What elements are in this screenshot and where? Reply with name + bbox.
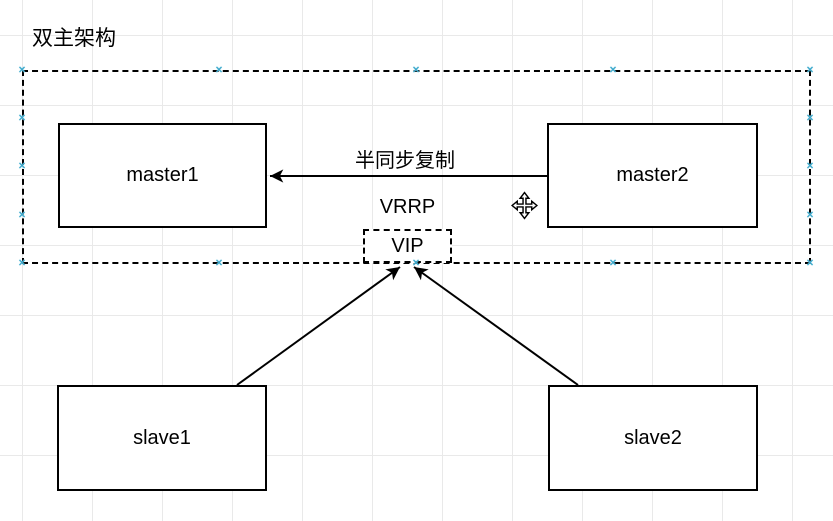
selection-handle-icon[interactable]: ×	[18, 255, 26, 270]
edge-slave1-to-vip[interactable]	[236, 266, 401, 386]
selection-handle-icon[interactable]: ×	[806, 110, 814, 125]
selection-handle-icon[interactable]: ×	[806, 255, 814, 270]
selection-handle-icon[interactable]: ×	[18, 207, 26, 222]
selection-handle-icon[interactable]: ×	[215, 62, 223, 77]
selection-handle-icon[interactable]: ×	[609, 62, 617, 77]
selection-handle-icon[interactable]: ×	[18, 62, 26, 77]
selection-handle-icon[interactable]: ×	[806, 207, 814, 222]
node-vip-label: VIP	[391, 234, 424, 257]
node-vip[interactable]: VIP	[363, 229, 452, 263]
node-master1[interactable]: master1	[58, 123, 267, 228]
selection-handle-icon[interactable]: ×	[18, 158, 26, 173]
node-master1-label: master1	[126, 164, 199, 186]
node-slave1-label: slave1	[133, 426, 191, 449]
selection-handle-icon[interactable]: ×	[215, 255, 223, 270]
node-master2[interactable]: master2	[547, 123, 758, 228]
node-slave2-label: slave2	[624, 426, 682, 449]
replication-edge-label[interactable]: 半同步复制	[355, 150, 455, 172]
selection-handle-icon[interactable]: ×	[609, 255, 617, 270]
selection-rectangle[interactable]	[22, 70, 811, 264]
edge-slave2-to-vip[interactable]	[413, 266, 579, 386]
node-master2-label: master2	[616, 164, 689, 186]
vrrp-annotation[interactable]: VRRP	[379, 196, 436, 218]
node-slave1[interactable]: slave1	[57, 385, 267, 491]
move-cursor-icon	[511, 191, 538, 220]
diagram-title[interactable]: 双主架构	[32, 27, 116, 50]
selection-handle-icon[interactable]: ×	[412, 255, 420, 270]
selection-handle-icon[interactable]: ×	[806, 158, 814, 173]
selection-handle-icon[interactable]: ×	[18, 110, 26, 125]
selection-handle-icon[interactable]: ×	[412, 62, 420, 77]
selection-handle-icon[interactable]: ×	[806, 62, 814, 77]
node-slave2[interactable]: slave2	[548, 385, 758, 491]
